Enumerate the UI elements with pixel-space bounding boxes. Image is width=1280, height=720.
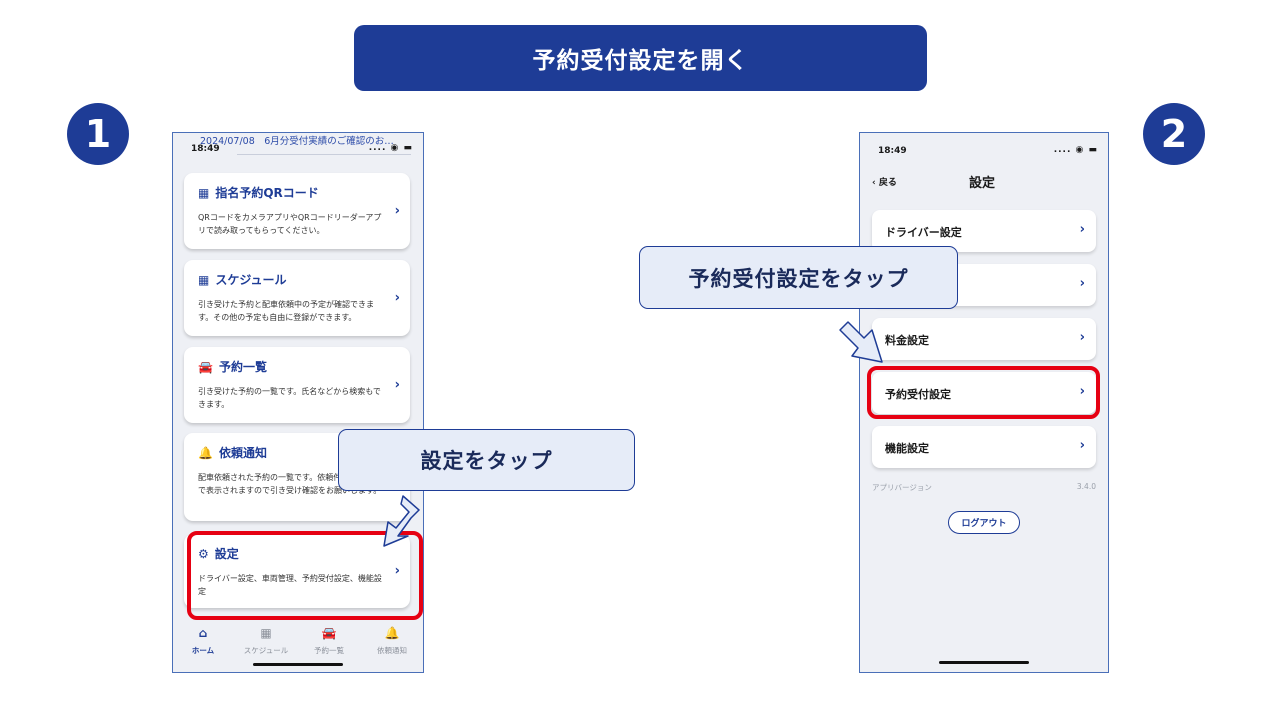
card-title: 指名予約QRコード: [215, 186, 319, 200]
chevron-right-icon: ›: [394, 563, 400, 579]
home-indicator: [939, 661, 1029, 664]
status-bar: 18:49 .... ◉ ▬: [860, 137, 1108, 156]
tab-label: 依頼通知: [377, 646, 407, 655]
row-feature-settings[interactable]: 機能設定 ›: [872, 426, 1096, 468]
tab-notification[interactable]: 🔔 依頼通知: [362, 626, 422, 656]
phone-settings-screen: 18:49 .... ◉ ▬ ‹ 戻る 設定 ドライバー設定 › › 料金設定 …: [859, 132, 1109, 673]
car-icon: 🚘: [321, 626, 337, 640]
status-icons: .... ◉ ▬: [1053, 145, 1098, 155]
card-title: 設定: [214, 547, 239, 561]
divider: [237, 154, 411, 155]
step-number-2: 2: [1143, 103, 1205, 165]
qr-code-icon: ▦: [198, 185, 210, 200]
row-fee-settings[interactable]: 料金設定 ›: [872, 318, 1096, 360]
row-driver-settings[interactable]: ドライバー設定 ›: [872, 210, 1096, 252]
tab-schedule[interactable]: ▦ スケジュール: [236, 626, 296, 656]
gear-icon: ⚙: [198, 546, 209, 561]
nav-bar: ‹ 戻る 設定: [860, 171, 1108, 193]
bell-icon: 🔔: [384, 626, 400, 640]
row-reservation-settings[interactable]: 予約受付設定 ›: [872, 372, 1096, 414]
card-title: 依頼通知: [218, 446, 267, 460]
card-reservation-list[interactable]: 🚘 予約一覧 引き受けた予約の一覧です。氏名などから検索もできます。 ›: [184, 347, 410, 423]
tab-bar: ⌂ ホーム ▦ スケジュール 🚘 予約一覧 🔔 依頼通知: [173, 620, 423, 672]
calendar-icon: ▦: [260, 626, 272, 640]
calendar-icon: ▦: [198, 272, 210, 287]
row-label: ドライバー設定: [885, 226, 962, 239]
tab-home[interactable]: ⌂ ホーム: [173, 626, 233, 656]
highlight-settings-card: [187, 531, 423, 620]
pointer-arrow-icon: [839, 321, 883, 363]
card-title: スケジュール: [215, 273, 287, 287]
screen-title: 設定: [969, 176, 996, 191]
row-label: 料金設定: [885, 334, 929, 347]
chevron-right-icon: ›: [1079, 384, 1085, 399]
page-title-banner: 予約受付設定を開く: [354, 25, 927, 91]
row-label: 予約受付設定: [885, 388, 951, 401]
callout-tap-settings: 設定をタップ: [338, 429, 635, 491]
logout-button[interactable]: ログアウト: [948, 511, 1020, 534]
pointer-arrow-icon: [383, 495, 420, 547]
phone-home-screen: 2024/07/08 6月分受付実績のご確認のお… 18:49 .... ◉ ▬…: [172, 132, 424, 673]
back-button[interactable]: ‹ 戻る: [872, 178, 897, 188]
status-bar: 18:49 .... ◉ ▬: [173, 135, 423, 154]
highlight-reservation-row: [867, 366, 1100, 419]
app-version-label: アプリバージョン: [872, 483, 932, 492]
chevron-right-icon: ›: [394, 203, 400, 219]
card-title: 予約一覧: [218, 360, 267, 374]
card-description: QRコードをカメラアプリやQRコードリーダーアプリで読み取ってもらってください。: [198, 213, 382, 235]
app-version-value: 3.4.0: [1076, 482, 1096, 491]
card-description: 引き受けた予約の一覧です。氏名などから検索もできます。: [198, 387, 381, 409]
tab-label: 予約一覧: [314, 646, 344, 655]
card-description: 配車依頼された予約の一覧です。依頼件数はバッジで表示されますので引き受け確認をお…: [198, 473, 382, 495]
bell-icon: 🔔: [198, 445, 213, 460]
chevron-right-icon: ›: [394, 377, 400, 393]
status-time: 18:49: [878, 146, 907, 156]
card-settings[interactable]: ⚙ 設定 ドライバー設定、車両管理、予約受付設定、機能設定 ›: [184, 534, 410, 608]
chevron-right-icon: ›: [1079, 330, 1085, 345]
car-icon: 🚘: [198, 359, 213, 374]
home-indicator: [253, 663, 343, 666]
home-icon: ⌂: [198, 626, 208, 640]
chevron-right-icon: ›: [1079, 222, 1085, 237]
card-schedule[interactable]: ▦ スケジュール 引き受けた予約と配車依頼中の予定が確認できます。その他の予定も自…: [184, 260, 410, 336]
chevron-right-icon: ›: [1079, 276, 1085, 291]
status-icons: .... ◉ ▬: [368, 143, 413, 153]
chevron-right-icon: ›: [394, 290, 400, 306]
tab-reservation-list[interactable]: 🚘 予約一覧: [299, 626, 359, 656]
card-qr-code[interactable]: ▦ 指名予約QRコード QRコードをカメラアプリやQRコードリーダーアプリで読み取…: [184, 173, 410, 249]
tab-label: スケジュール: [243, 646, 289, 655]
callout-tap-reservation: 予約受付設定をタップ: [639, 246, 958, 309]
status-time: 18:49: [191, 144, 220, 154]
step-number-1: 1: [67, 103, 129, 165]
card-description: 引き受けた予約と配車依頼中の予定が確認できます。その他の予定も自由に登録ができま…: [198, 300, 374, 322]
tab-label: ホーム: [191, 646, 215, 655]
card-description: ドライバー設定、車両管理、予約受付設定、機能設定: [198, 574, 382, 596]
row-label: 機能設定: [885, 442, 929, 455]
chevron-right-icon: ›: [1079, 438, 1085, 453]
